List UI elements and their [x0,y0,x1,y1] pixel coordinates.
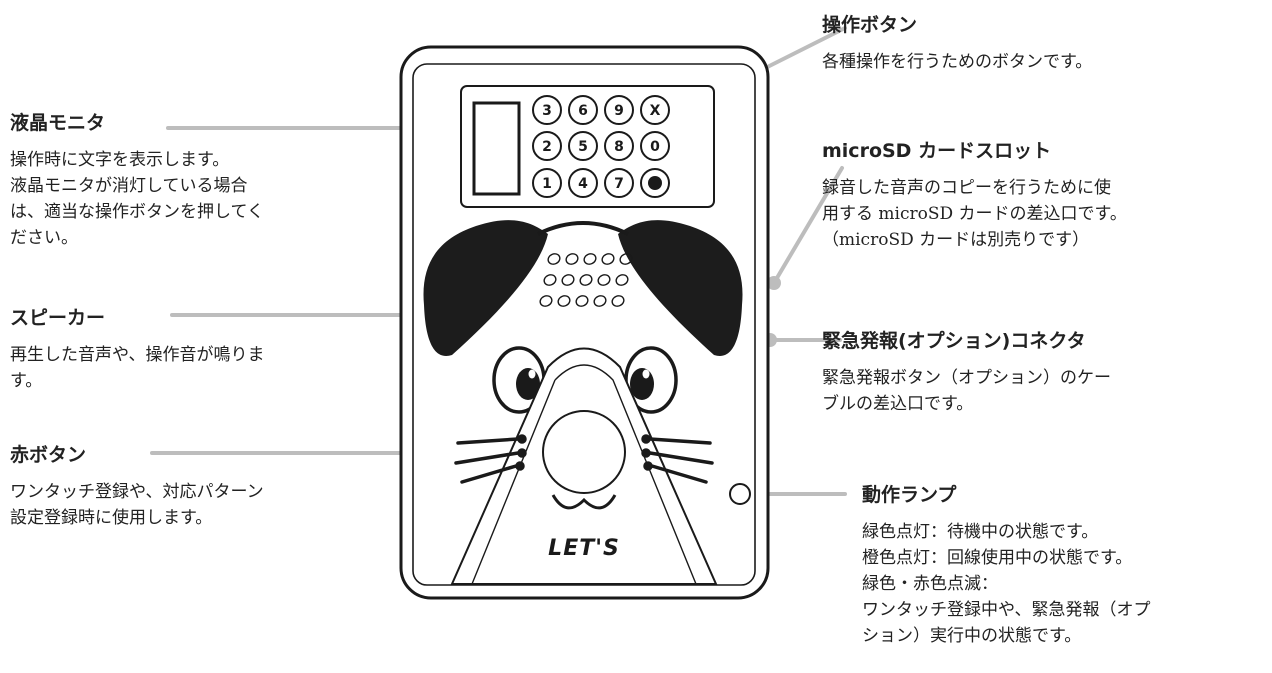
callout-lcd-line: 液晶モニタが消灯している場合 [10,176,248,196]
red-button [542,410,626,494]
callout-lamp-line: ワンタッチ登録中や、緊急発報（オプ [862,600,1151,620]
speaker-hole [543,274,557,286]
callout-red-button-line: ワンタッチ登録や、対応パターン [10,482,264,502]
speaker-hole [547,253,561,265]
callout-speaker-line: 再生した音声や、操作音が鳴りま [10,345,265,365]
callout-red-button-line: 設定登録時に使用します。 [10,508,213,528]
keypad-button: 7 [604,168,634,198]
callout-op-buttons-line: 各種操作を行うためのボタンです。 [822,52,1093,72]
callout-red-button-title: 赤ボタン [10,444,87,466]
speaker-hole [557,295,571,307]
speaker-hole [565,253,579,265]
keypad-button: X [640,95,670,125]
speaker-hole [593,295,607,307]
keypad-button: 8 [604,131,634,161]
callout-lamp-title: 動作ランプ [862,484,957,506]
callout-speaker: スピーカー 再生した音声や、操作音が鳴りま す。 [10,303,265,394]
callout-lcd-line: 操作時に文字を表示します。 [10,150,230,170]
speaker-hole [575,295,589,307]
speaker-hole [597,274,611,286]
keypad-button-label: 3 [542,103,552,119]
keypad-button-label: 9 [614,103,624,119]
keypad-button-label: 1 [542,176,552,192]
callout-lamp-line: 緑色点灯：待機中の状態です。 [862,522,1099,542]
keypad-button: 3 [532,95,562,125]
status-lamp [729,483,751,505]
callout-red-button: 赤ボタン ワンタッチ登録や、対応パターン 設定登録時に使用します。 [10,440,264,531]
mouth [551,494,617,510]
keypad-button [640,168,670,198]
keypad-button: 6 [568,95,598,125]
keypad-button-label: 5 [578,139,588,155]
callout-microsd-line: 用する microSD カードの差込口です。 [822,204,1127,224]
callout-lcd: 液晶モニタ 操作時に文字を表示します。 液晶モニタが消灯している場合 は、適当な… [10,108,264,251]
speaker-hole [611,295,625,307]
keypad-button-label: 0 [650,139,660,155]
callout-emergency: 緊急発報(オプション)コネクタ 緊急発報ボタン（オプション）のケー ブルの差込口… [822,326,1111,417]
callout-lcd-title: 液晶モニタ [10,112,106,134]
callout-microsd-title: microSD カードスロット [822,140,1052,162]
speaker-hole [583,253,597,265]
keypad-button: 4 [568,168,598,198]
speaker-hole [615,274,629,286]
callout-lamp-line: ション）実行中の状態です。 [862,626,1082,646]
keypad-button-label: 2 [542,139,552,155]
speaker-grille [539,253,633,307]
callout-op-buttons-title: 操作ボタン [822,14,918,36]
callout-lcd-line: ださい。 [10,228,78,248]
left-ear [423,220,548,356]
whiskers [454,434,714,484]
callout-lcd-line: は、適当な操作ボタンを押してく [10,202,264,222]
brand-logo: LET'S [548,536,620,561]
speaker-hole [539,295,553,307]
speaker-hole [601,253,615,265]
callout-lamp: 動作ランプ 緑色点灯：待機中の状態です。 橙色点灯：回線使用中の状態です。 緑色… [862,480,1151,649]
speaker-hole [619,253,633,265]
callout-lamp-line: 緑色・赤色点滅： [862,574,998,594]
head-top-line [537,221,629,236]
callout-microsd: microSD カードスロット 録音した音声のコピーを行うために使 用する mi… [822,136,1127,253]
keypad-button: 1 [532,168,562,198]
speaker-hole [561,274,575,286]
callout-speaker-title: スピーカー [10,307,106,329]
left-eye [492,346,546,414]
keypad-button-label: 7 [614,176,624,192]
keypad-button: 5 [568,131,598,161]
keypad-button-label: 6 [578,103,588,119]
right-ear [618,220,743,356]
callout-op-buttons: 操作ボタン 各種操作を行うためのボタンです。 [822,10,1092,75]
lcd-monitor [472,101,521,196]
keypad-button: 2 [532,131,562,161]
operation-buttons: 3 6 9 X 2 5 8 0 1 4 7 [532,95,670,198]
speaker-hole [579,274,593,286]
keypad-button-label: X [650,103,661,119]
leader-microsd [772,166,844,285]
callout-microsd-line: （microSD カードは別売りです） [822,230,1090,250]
right-eye [624,346,678,414]
callout-lamp-line: 橙色点灯：回線使用中の状態です。 [862,548,1133,568]
keypad-button-label: 4 [578,176,588,192]
callout-emergency-title: 緊急発報(オプション)コネクタ [822,330,1086,352]
keypad-button-label: 8 [614,139,624,155]
callout-microsd-line: 録音した音声のコピーを行うために使 [822,178,1111,198]
keypad-button: 9 [604,95,634,125]
callout-emergency-line: 緊急発報ボタン（オプション）のケー [822,368,1111,388]
callout-speaker-line: す。 [10,371,43,391]
keypad-button: 0 [640,131,670,161]
callout-emergency-line: ブルの差込口です。 [822,394,974,414]
